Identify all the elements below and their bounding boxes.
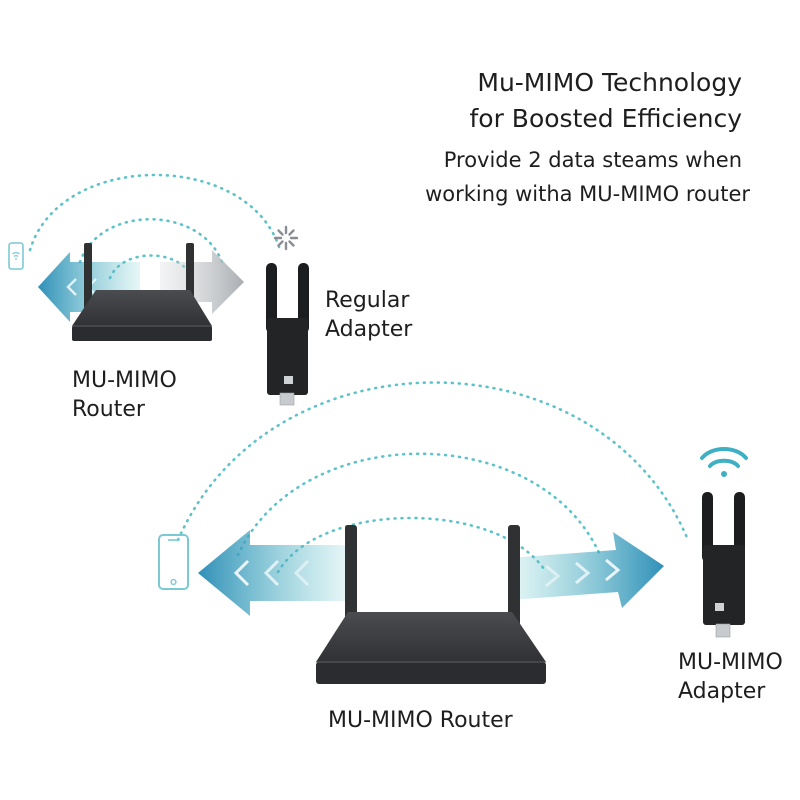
label-mumimo-adapter-line1: MU-MIMO	[678, 650, 783, 675]
wifi-icon	[700, 447, 748, 477]
label-mumimo-adapter: MU-MIMO Adapter	[678, 648, 783, 706]
label-regular-adapter-line2: Adapter	[325, 317, 413, 342]
smartphone-wifi-icon	[8, 242, 24, 270]
router-big	[316, 525, 546, 684]
mumimo-adapter	[702, 492, 745, 638]
loading-spinner-icon	[273, 225, 299, 251]
heading-subtitle-line1: Provide 2 data steams when	[443, 148, 742, 172]
label-router-small-line2: Router	[72, 397, 145, 422]
signal-arcs-big	[176, 381, 690, 574]
label-router-small-line1: MU-MIMO	[72, 368, 177, 393]
router-big-left-arrow	[198, 530, 348, 616]
regular-adapter	[266, 263, 309, 406]
heading-title-line2: for Boosted Efficiency	[469, 104, 742, 133]
label-router-small: MU-MIMO Router	[72, 366, 177, 424]
router-small	[72, 243, 212, 341]
label-regular-adapter: Regular Adapter	[325, 286, 412, 344]
label-regular-adapter-line1: Regular	[325, 288, 410, 313]
router-big-right-arrow	[508, 532, 664, 608]
heading-title-line1: Mu-MIMO Technology	[477, 68, 742, 97]
smartphone-icon	[158, 534, 189, 590]
label-mumimo-adapter-line2: Adapter	[678, 679, 766, 704]
label-router-big: MU-MIMO Router	[328, 708, 513, 733]
heading-subtitle-line2: working witha MU-MIMO router	[425, 182, 750, 206]
